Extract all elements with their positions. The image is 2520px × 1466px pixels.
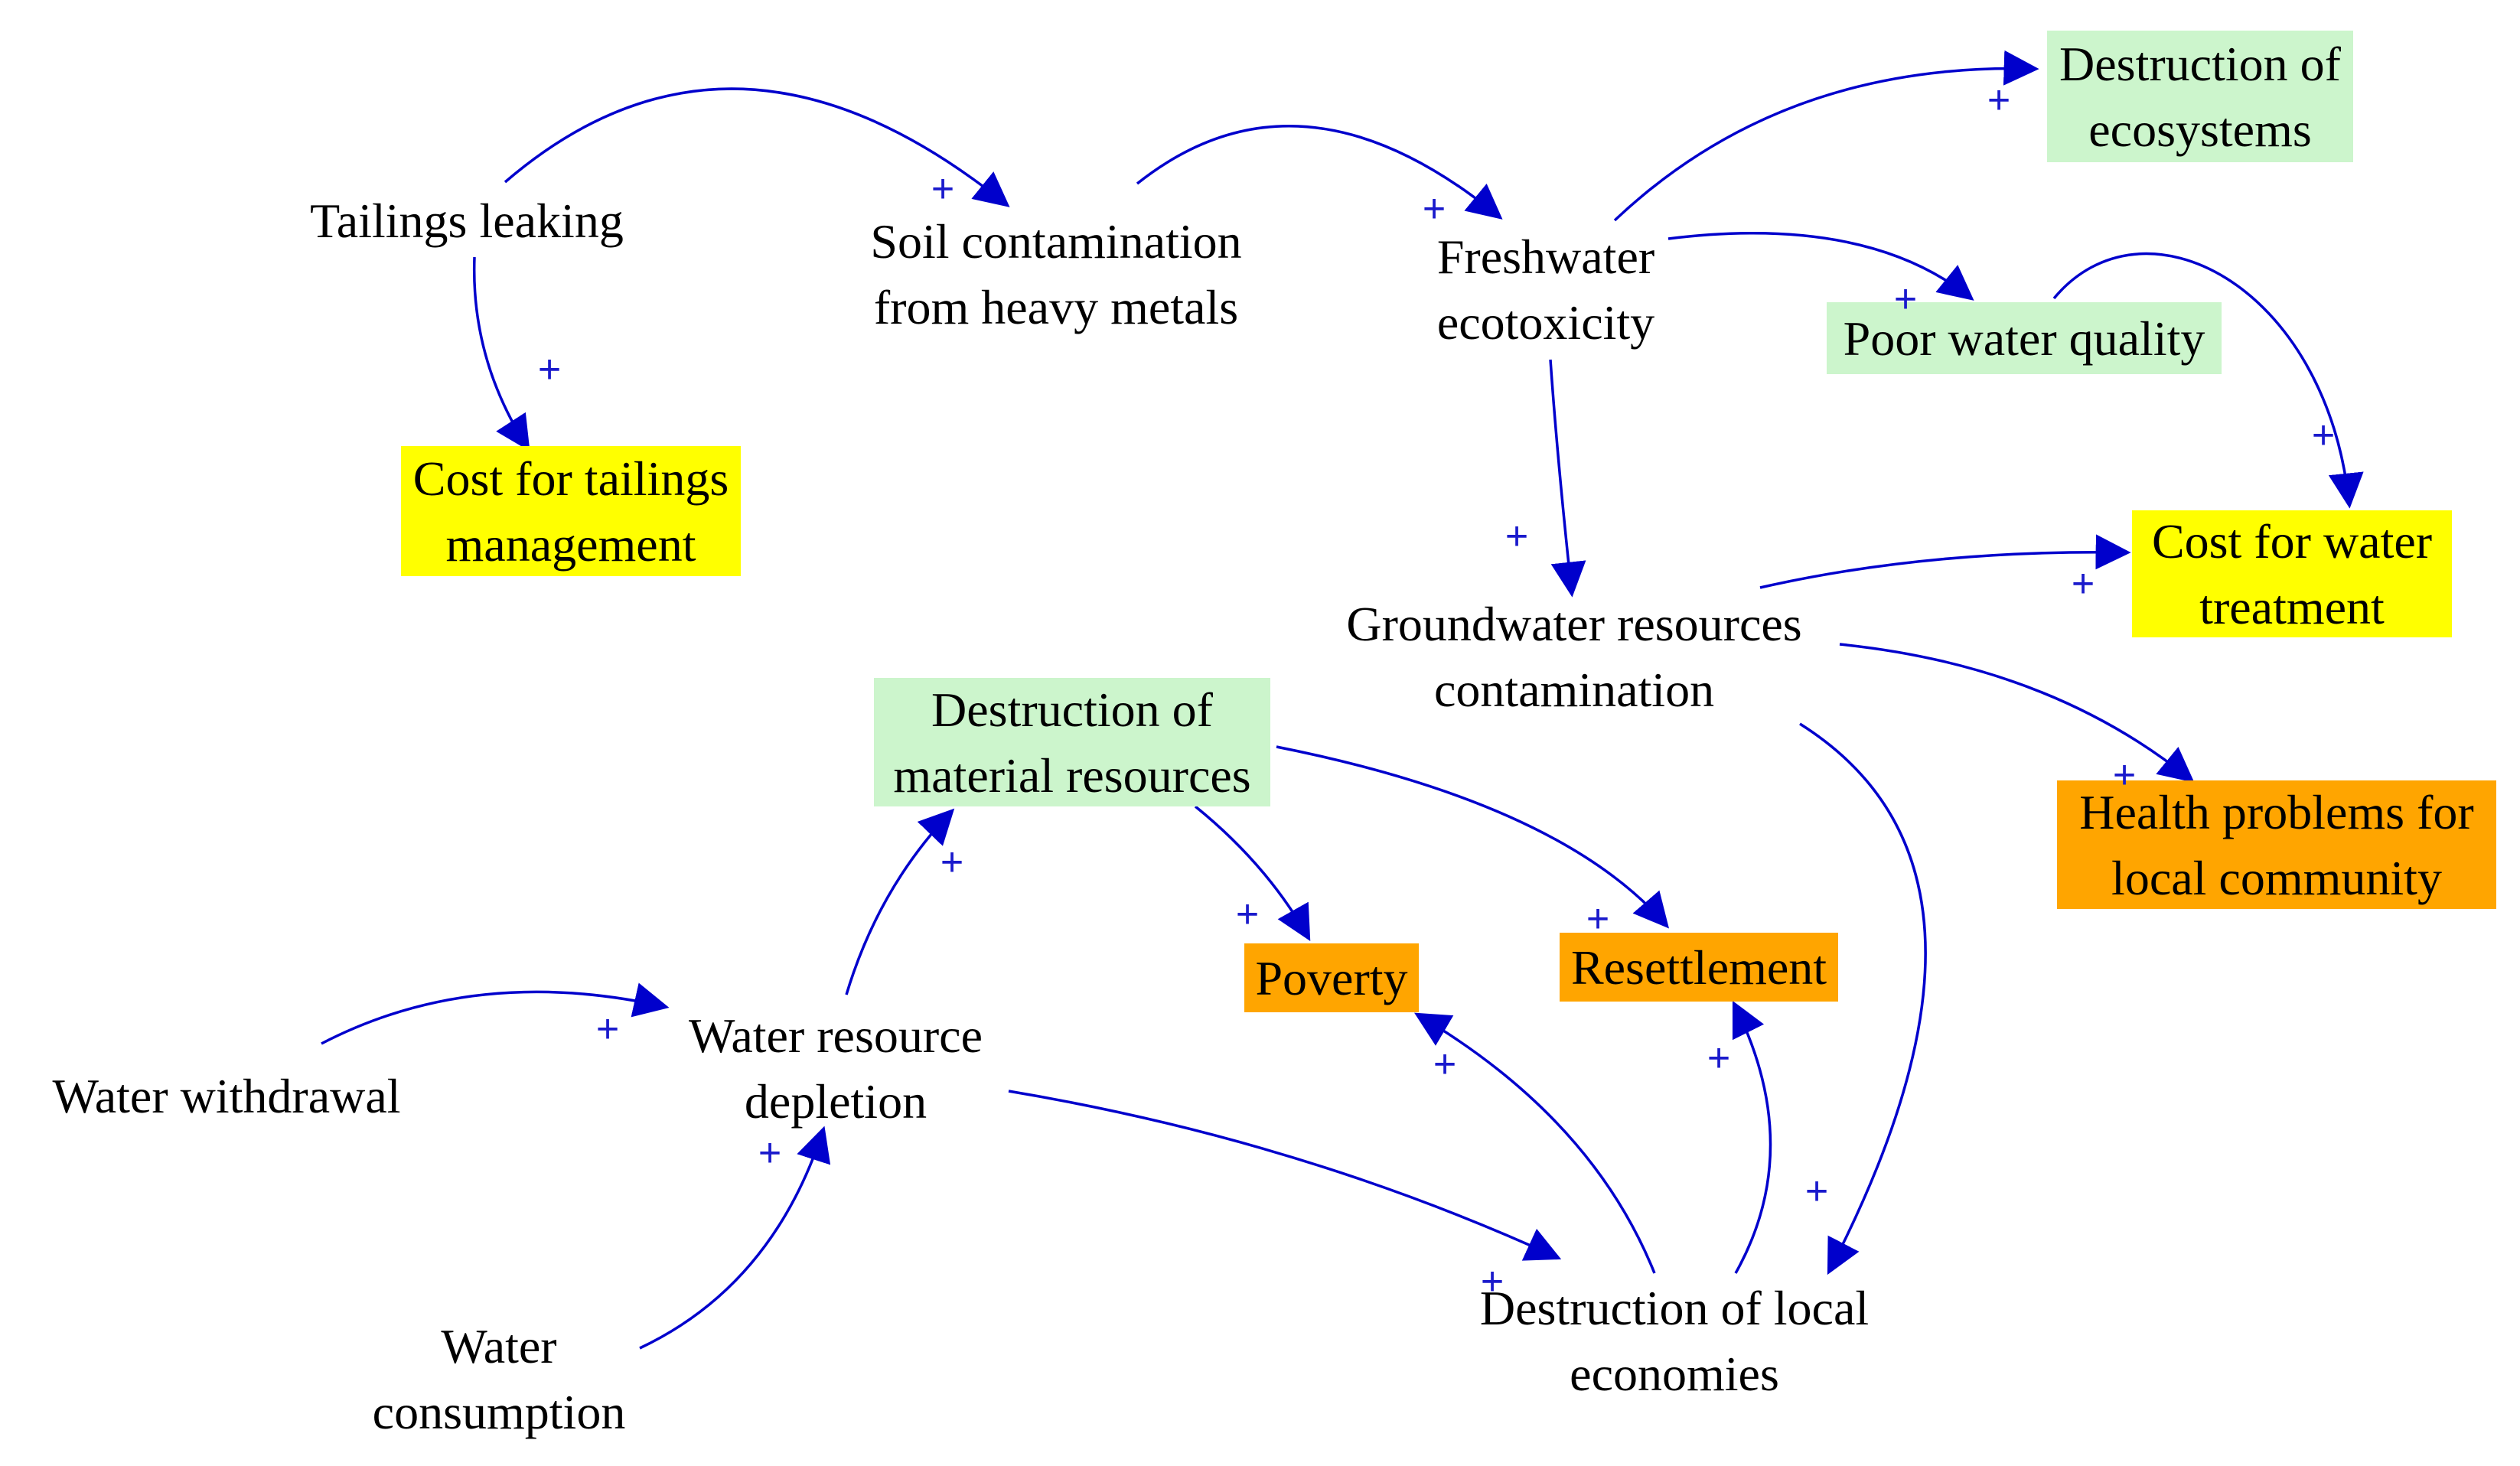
- node-label-health-problems: local community: [2111, 851, 2442, 905]
- edge-water_depletion-to-destruction_material: [845, 808, 955, 995]
- node-label-destruction-local-economies: Destruction of local: [1480, 1281, 1869, 1335]
- polarity-sign: +: [1586, 897, 1609, 941]
- node-label-freshwater-ecotoxicity: ecotoxicity: [1437, 295, 1654, 350]
- node-label-health-problems: Health problems for: [2079, 785, 2473, 839]
- polarity-sign: +: [758, 1131, 781, 1175]
- polarity-sign: +: [941, 840, 963, 884]
- edge-poor_water_quality-to-cost_water_treatment: [2052, 252, 2364, 509]
- node-box-health-problems: [2057, 780, 2496, 909]
- edge-freshwater_ecotoxicity-to-poor_water_quality: [1668, 232, 1974, 301]
- polarity-sign: +: [1987, 78, 2010, 122]
- edge-destruction_local_economies-to-poverty: [1414, 1012, 1656, 1274]
- polarity-sign: +: [1707, 1036, 1730, 1080]
- edge-destruction_local_economies-to-resettlement: [1732, 1000, 1772, 1274]
- node-label-destruction-ecosystems: ecosystems: [2088, 103, 2312, 157]
- node-label-cost-tailings: management: [446, 517, 696, 572]
- edge-freshwater_ecotoxicity-to-destruction_ecosystems: [1613, 50, 2039, 222]
- edge-freshwater_ecotoxicity-to-groundwater: [1549, 359, 1586, 598]
- polarity-sign: +: [596, 1007, 619, 1051]
- node-box-poor-water-quality: [1827, 302, 2222, 374]
- polarity-sign: +: [2312, 413, 2335, 458]
- node-label-soil-contamination: from heavy metals: [874, 280, 1238, 334]
- node-box-cost-tailings: [401, 446, 741, 576]
- polarity-sign: +: [1481, 1259, 1504, 1304]
- edge-groundwater-to-cost_water_treatment: [1759, 534, 2131, 589]
- node-label-destruction-material: material resources: [893, 748, 1250, 803]
- polarity-sign: +: [1423, 187, 1446, 231]
- polarity-sign: +: [2113, 753, 2136, 797]
- polarity-sign: +: [1236, 892, 1259, 937]
- node-label-groundwater: contamination: [1434, 663, 1714, 717]
- node-label-destruction-ecosystems: Destruction of: [2059, 37, 2342, 91]
- node-box-poverty: [1244, 943, 1419, 1012]
- node-box-resettlement: [1560, 933, 1838, 1002]
- polarity-sign: +: [2072, 562, 2095, 606]
- edge-groundwater-to-health_problems: [1839, 643, 2195, 783]
- edge-tailings_leaking-to-cost_tailings: [472, 256, 530, 451]
- node-label-water-depletion: Water resource: [689, 1008, 983, 1063]
- node-label-water-depletion: depletion: [745, 1074, 927, 1129]
- node-label-destruction-material: Destruction of: [931, 683, 1214, 737]
- node-label-tailings-leaking: Tailings leaking: [310, 194, 624, 248]
- node-label-poor-water-quality: Poor water quality: [1844, 311, 2205, 366]
- polarity-sign: +: [1433, 1042, 1456, 1086]
- edge-destruction_material-to-resettlement: [1276, 745, 1670, 929]
- edge-water_consumption-to-water_depletion: [639, 1126, 831, 1350]
- edge-tailings_leaking-to-soil_contamination: [504, 87, 1010, 207]
- node-label-resettlement: Resettlement: [1571, 940, 1827, 995]
- polarity-sign: +: [538, 347, 561, 392]
- edge-groundwater-to-destruction_local_economies: [1799, 722, 1927, 1275]
- polarity-sign: +: [1805, 1169, 1828, 1214]
- node-label-cost-water-treatment: Cost for water: [2152, 514, 2432, 568]
- edge-water_withdrawal-to-water_depletion: [321, 982, 670, 1045]
- polarity-sign: +: [931, 167, 954, 211]
- node-label-water-consumption: consumption: [373, 1385, 626, 1439]
- edge-water_depletion-to-destruction_local_economies: [1008, 1090, 1562, 1261]
- node-label-poverty: Poverty: [1255, 951, 1407, 1005]
- polarity-sign: +: [1505, 514, 1528, 559]
- node-label-water-consumption: Water: [441, 1319, 556, 1373]
- node-label-freshwater-ecotoxicity: Freshwater: [1437, 230, 1654, 284]
- node-label-groundwater: Groundwater resources: [1346, 597, 1801, 651]
- polarity-sign: +: [1894, 277, 1917, 321]
- node-label-cost-tailings: Cost for tailings: [413, 451, 729, 506]
- node-box-destruction-material: [874, 678, 1270, 806]
- node-label-soil-contamination: Soil contamination: [870, 214, 1241, 269]
- edge-soil_contamination-to-freshwater_ecotoxicity: [1136, 125, 1503, 220]
- node-label-destruction-local-economies: economies: [1570, 1347, 1779, 1401]
- node-box-cost-water-treatment: [2132, 510, 2452, 637]
- node-label-water-withdrawal: Water withdrawal: [52, 1069, 400, 1123]
- edge-destruction_material-to-poverty: [1194, 805, 1311, 942]
- node-label-cost-water-treatment: treatment: [2199, 580, 2385, 634]
- node-box-destruction-ecosystems: [2047, 31, 2353, 162]
